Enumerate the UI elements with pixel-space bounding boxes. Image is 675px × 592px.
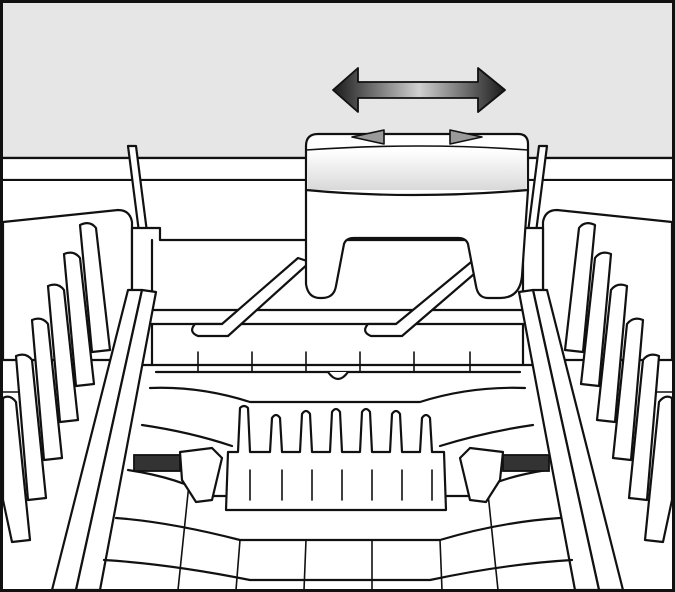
left-rack-rail [50,288,158,592]
center-tine-cluster [224,404,448,512]
clip-direction-arrows [351,129,483,145]
right-rack-rail [517,288,625,592]
center-notch [326,370,350,381]
left-tines [1,221,112,544]
right-tines [563,221,674,544]
left-latch[interactable] [133,446,224,504]
left-latch-tab[interactable] [133,454,181,472]
right-latch[interactable] [458,446,550,504]
adjuster-clip[interactable] [304,132,530,300]
right-latch-tab[interactable] [502,454,550,472]
left-right-double-arrow-icon [332,67,506,113]
